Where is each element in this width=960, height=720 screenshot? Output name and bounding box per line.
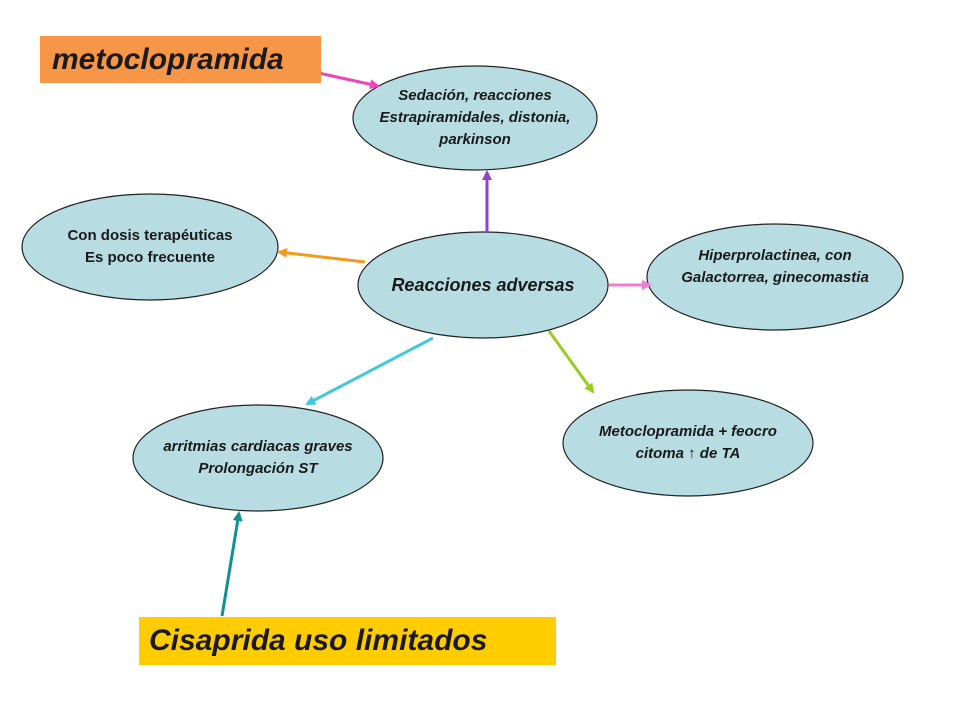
node-right-text: Hiperprolactinea, con Galactorrea, ginec… <box>647 244 903 290</box>
arrow-cisaprida-to-bottom-left <box>220 511 243 617</box>
node-left-line-1: Con dosis terapéuticas <box>67 227 233 244</box>
node-center-text: Reacciones adversas <box>358 268 608 302</box>
node-top-line-1: Sedación, reacciones <box>398 87 552 104</box>
node-bottom-right-ellipse <box>562 389 814 497</box>
arrow-center-to-left <box>277 247 366 264</box>
arrow-center-to-bottom-left <box>305 336 434 406</box>
node-bottom-left-line-1: arritmias cardiacas graves <box>163 438 353 455</box>
node-bottom-left-text: arritmias cardiacas graves Prolongación … <box>133 435 383 481</box>
node-bottom-right-line-1: Metoclopramida + feocro <box>599 423 777 440</box>
arrow-center-to-bottom-right <box>547 330 595 394</box>
title-label-box: metoclopramida <box>40 36 321 83</box>
node-top-ellipse <box>352 65 598 171</box>
node-bottom-right-line-2: citoma ↑ de TA <box>635 445 741 462</box>
cisaprida-label-box: Cisaprida uso limitados <box>139 617 556 665</box>
node-bottom-right-text: Metoclopramida + feocro citoma ↑ de TA <box>563 420 813 466</box>
node-bottom-left-ellipse <box>132 404 384 512</box>
node-top-text: Sedación, reacciones Estrapiramidales, d… <box>353 80 597 156</box>
node-left-text: Con dosis terapéuticas Es poco frecuente <box>22 224 278 270</box>
node-top-line-3: parkinson <box>439 131 511 148</box>
cisaprida-label: Cisaprida uso limitados <box>149 624 488 657</box>
node-left-line-2: Es poco frecuente <box>84 249 216 266</box>
node-center-ellipse <box>357 231 609 339</box>
node-top-line-2: Estrapiramidales, distonia, <box>379 109 571 126</box>
node-right-line-1: Hiperprolactinea, con <box>698 247 852 264</box>
title-label: metoclopramida <box>52 42 284 76</box>
arrow-title-to-top <box>313 70 380 90</box>
node-bottom-left-line-2: Prolongación ST <box>198 460 318 477</box>
node-center-line-1: Reacciones adversas <box>391 275 575 295</box>
node-right-ellipse <box>646 223 904 331</box>
node-left-ellipse <box>21 193 279 301</box>
node-right-line-2: Galactorrea, ginecomastia <box>681 269 869 286</box>
